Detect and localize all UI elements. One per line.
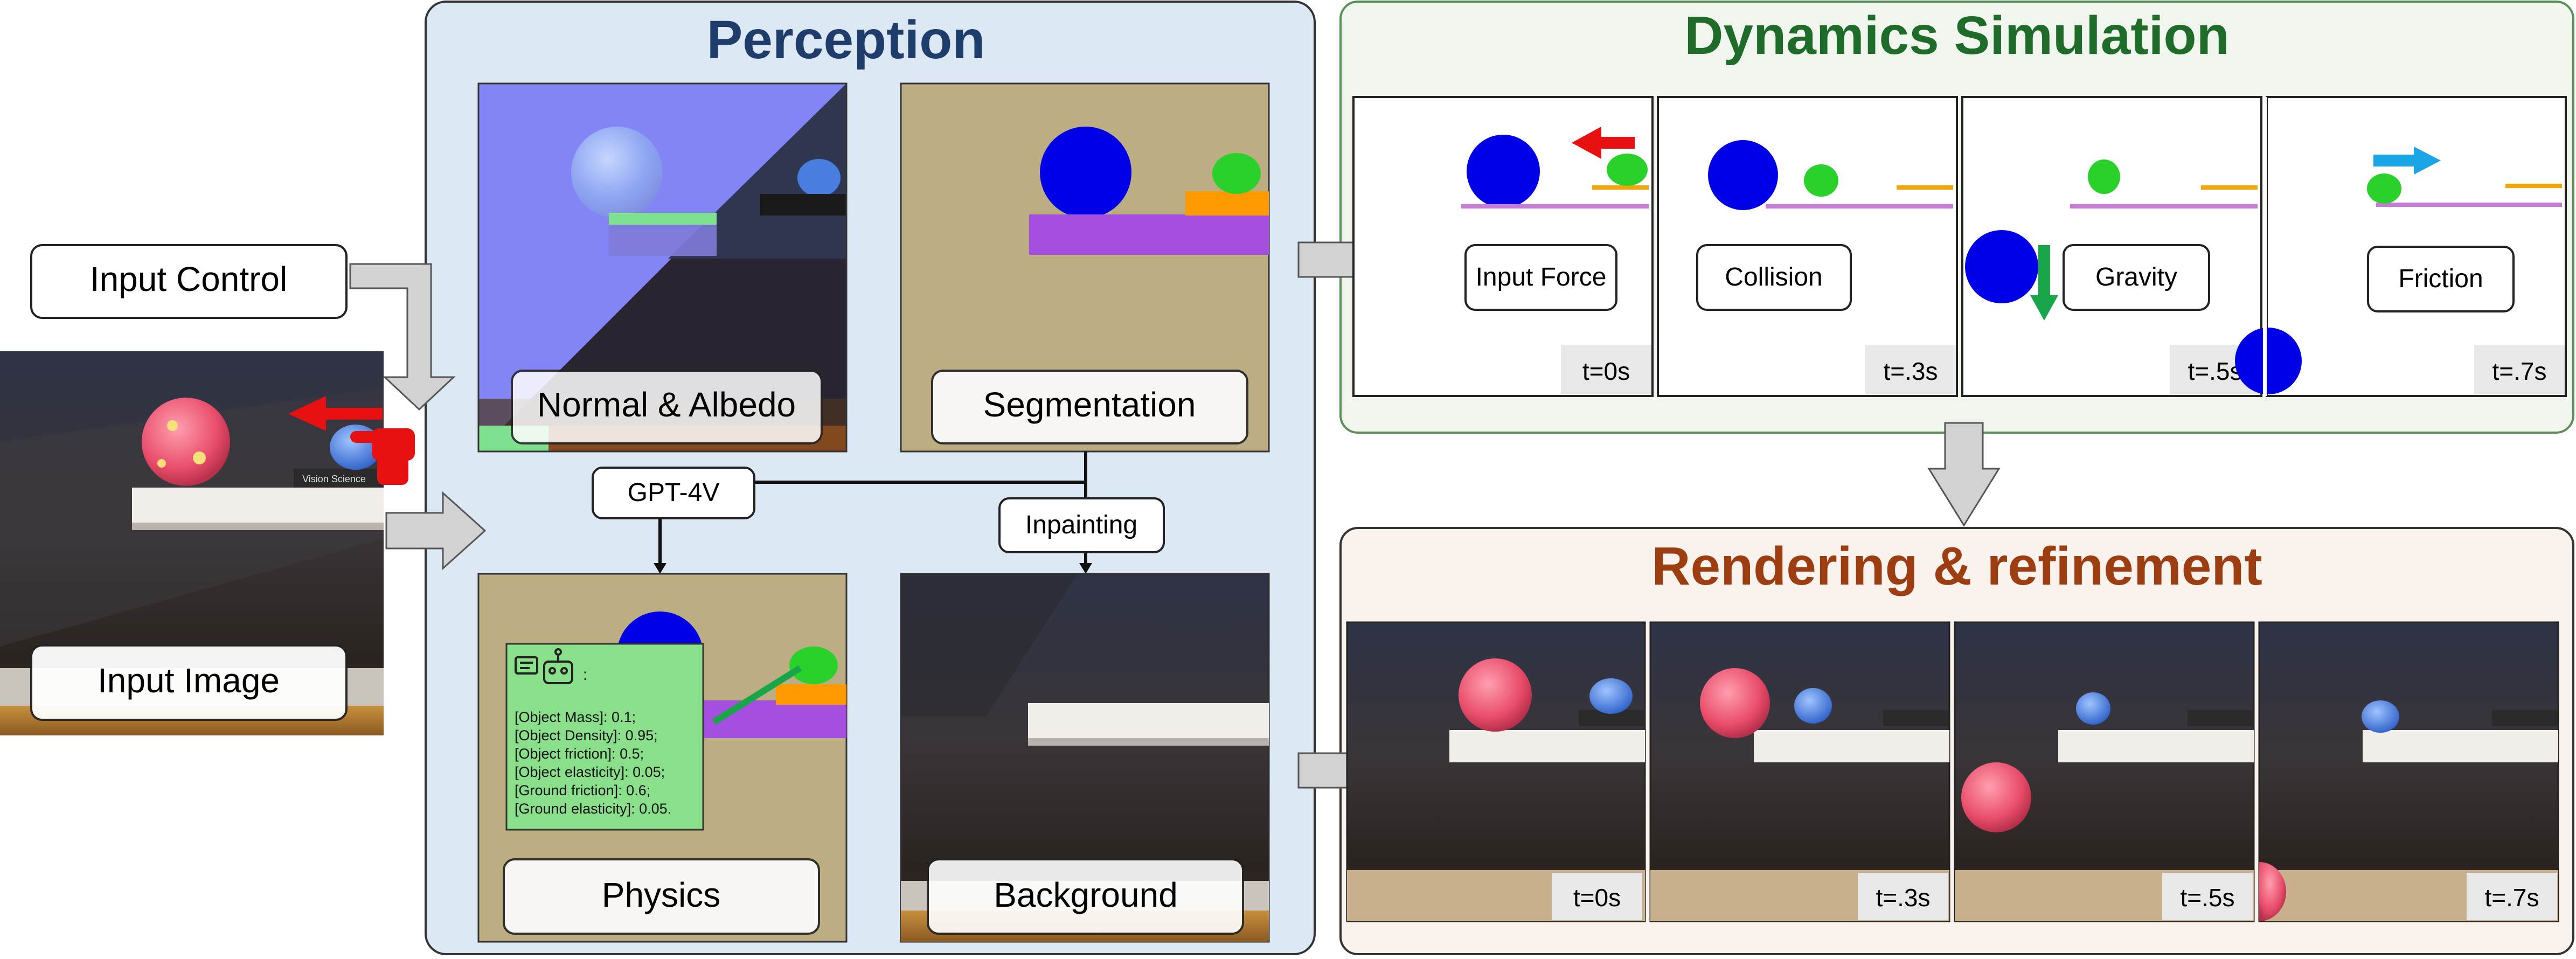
dynamics-time-1: t=0s	[1582, 357, 1630, 385]
control-to-image-arrow	[349, 263, 456, 411]
render-frame-4: t=.7s	[2258, 621, 2559, 922]
background-label-box: Background	[927, 858, 1244, 935]
gravity-arrow	[2030, 295, 2058, 321]
image-to-perception-arrow	[385, 491, 487, 571]
dynamics-label-1: Input Force	[1476, 263, 1607, 291]
render-time-4: t=.7s	[2484, 884, 2539, 912]
segmentation-label-box: Segmentation	[931, 370, 1248, 444]
inpainting-label: Inpainting	[1025, 511, 1137, 539]
param-object-friction: [Object friction]: 0.5;	[515, 746, 644, 762]
gpt-arrowhead	[654, 563, 666, 574]
friction-arrow	[2414, 147, 2441, 175]
gpt4v-box: GPT-4V	[592, 467, 755, 519]
dynamics-label-4: Friction	[2398, 265, 2483, 293]
dynamics-label-2: Collision	[1725, 263, 1822, 291]
dynamics-to-rendering-arrow	[1927, 422, 2001, 527]
seg-ball	[1040, 127, 1131, 218]
book-title: Vision Science	[302, 474, 366, 484]
render-time-2: t=.3s	[1876, 884, 1930, 912]
inpainting-box: Inpainting	[998, 497, 1165, 553]
seg-book	[1185, 191, 1269, 216]
param-ground-friction: [Ground friction]: 0.6;	[515, 782, 650, 798]
seg-toy	[1212, 153, 1261, 194]
params-colon: :	[583, 666, 587, 684]
inpaint-arrowhead	[1079, 563, 1092, 574]
physics-label: Physics	[602, 875, 721, 914]
dynamics-frame-2: Collision t=.3s	[1657, 96, 1958, 397]
render-time-3: t=.5s	[2180, 884, 2234, 912]
robot-chat-icon	[515, 648, 573, 684]
input-image-label: Input Image	[98, 661, 280, 700]
physics-params-card: : [Object Mass]: 0.1; [Object Density]: …	[505, 643, 704, 831]
render-frame-1: t=0s	[1346, 621, 1646, 922]
dynamics-time-3: t=.5s	[2188, 357, 2242, 385]
param-object-mass: [Object Mass]: 0.1;	[515, 709, 636, 725]
render-frame-2: t=.3s	[1649, 621, 1950, 922]
render-frame-3: t=.5s	[1954, 621, 2255, 922]
param-object-elasticity: [Object elasticity]: 0.05;	[515, 764, 665, 780]
normal-albedo-label: Normal & Albedo	[537, 385, 796, 424]
perception-connectors	[658, 451, 1087, 565]
segmentation-label: Segmentation	[983, 385, 1196, 424]
param-object-density: [Object Density]: 0.95;	[515, 727, 658, 743]
rendering-title: Rendering & refinement	[1651, 536, 2262, 596]
dynamics-label-3: Gravity	[2095, 263, 2177, 291]
input-control-label: Input Control	[90, 260, 287, 298]
pink-ball	[142, 398, 230, 486]
dynamics-title: Dynamics Simulation	[1684, 5, 2229, 66]
input-image-label-box: Input Image	[30, 644, 348, 721]
dynamics-time-4: t=.7s	[2492, 357, 2546, 385]
normal-albedo-label-box: Normal & Albedo	[511, 370, 823, 444]
dynamics-time-2: t=.3s	[1883, 357, 1938, 385]
dynamics-frame-3: Gravity t=.5s	[1961, 96, 2262, 397]
hand-icon	[350, 428, 415, 485]
input-control-box: Input Control	[30, 244, 348, 319]
gpt4v-label: GPT-4V	[628, 478, 720, 507]
render-time-1: t=0s	[1573, 884, 1621, 912]
seg-shelf	[1029, 214, 1269, 255]
physics-label-box: Physics	[503, 858, 820, 935]
background-label: Background	[994, 875, 1178, 914]
perception-title: Perception	[707, 10, 985, 70]
input-force-arrow	[1572, 127, 1601, 159]
force-arrow	[288, 396, 326, 431]
dynamics-frame-1: Input Force t=0s	[1352, 96, 1654, 397]
param-ground-elasticity: [Ground elasticity]: 0.05.	[515, 801, 671, 817]
dynamics-frame-4: Friction t=.7s	[2235, 96, 2567, 397]
